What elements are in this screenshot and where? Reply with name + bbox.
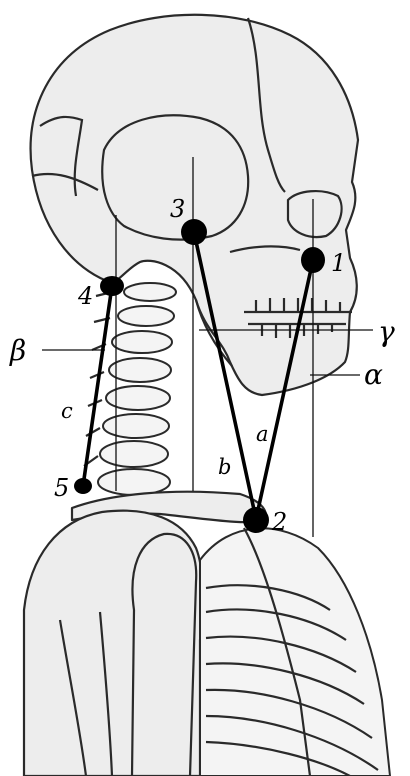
segment-label-b: b bbox=[218, 455, 231, 479]
landmark-point-5 bbox=[74, 478, 92, 494]
segment-label-c: c bbox=[61, 399, 73, 423]
angle-label-gamma: γ bbox=[378, 315, 395, 348]
skull-illustration bbox=[31, 15, 358, 395]
landmark-label-2: 2 bbox=[271, 508, 287, 536]
landmark-label-3: 3 bbox=[170, 195, 185, 223]
landmark-point-4 bbox=[100, 276, 124, 296]
angle-label-alpha: α bbox=[364, 358, 383, 391]
angle-label-beta: β bbox=[9, 334, 26, 367]
landmark-label-5: 5 bbox=[54, 474, 69, 502]
shoulder-thorax-illustration bbox=[24, 492, 390, 776]
landmark-point-1 bbox=[301, 247, 325, 273]
landmark-label-4: 4 bbox=[77, 282, 93, 310]
landmark-label-1: 1 bbox=[331, 249, 346, 277]
segment-label-a: a bbox=[256, 422, 269, 446]
landmark-point-2 bbox=[243, 507, 269, 533]
